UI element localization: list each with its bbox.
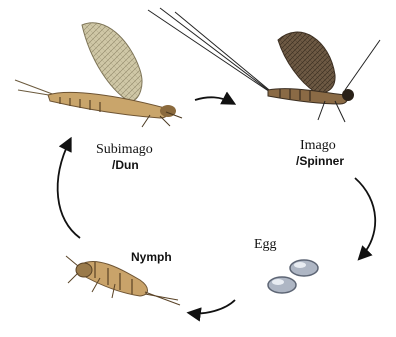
imago-mayfly-illustration [148, 8, 380, 122]
label-dun: /Dun [112, 158, 139, 172]
egg-illustration [268, 260, 318, 293]
label-egg: Egg [254, 237, 277, 253]
label-spinner: /Spinner [296, 154, 344, 168]
subimago-mayfly-illustration [15, 23, 182, 127]
label-imago: Imago [300, 138, 336, 154]
arrow-imago-to-egg [355, 178, 375, 258]
label-nymph: Nymph [131, 250, 172, 264]
arrow-subimago-to-imago [195, 97, 233, 103]
label-subimago: Subimago [96, 142, 153, 158]
arrow-nymph-to-subimago [58, 140, 80, 238]
arrow-egg-to-nymph [190, 300, 235, 313]
